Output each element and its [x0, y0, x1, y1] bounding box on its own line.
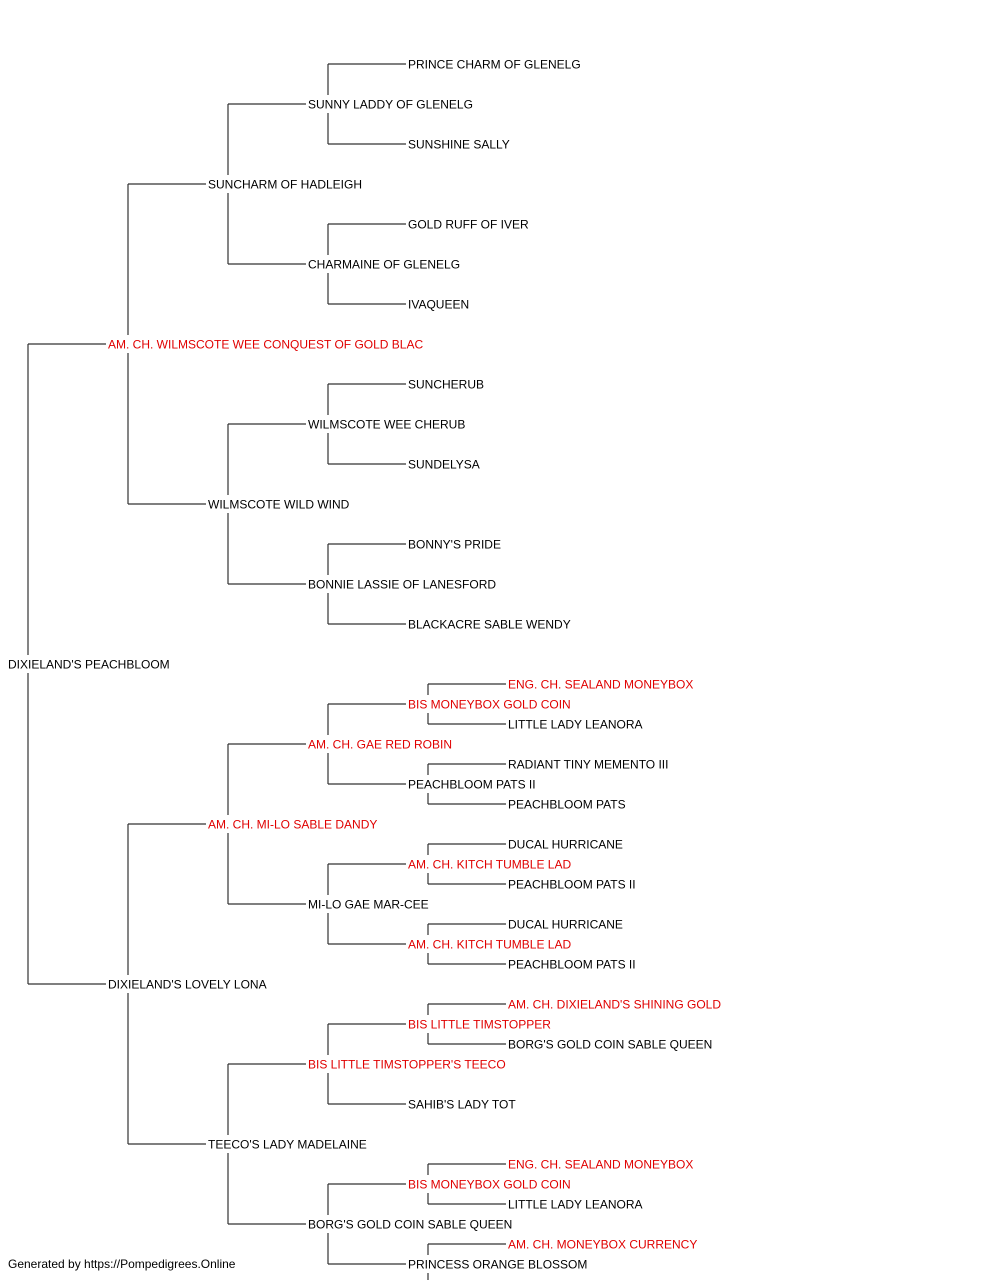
dog-eng-ch-sealand-moneybox-gen5: ENG. CH. SEALAND MONEYBOX	[508, 1158, 693, 1172]
dog-am-ch-gae-red-robin-gen3: AM. CH. GAE RED ROBIN	[308, 738, 452, 752]
dog-dixieland-s-peachbloom-gen0: DIXIELAND'S PEACHBLOOM	[8, 658, 170, 672]
dog-bonnie-lassie-of-lanesford-gen3: BONNIE LASSIE OF LANESFORD	[308, 578, 496, 592]
dog-little-lady-leanora-gen5: LITTLE LADY LEANORA	[508, 718, 643, 732]
dog-mi-lo-gae-mar-cee-gen3: MI-LO GAE MAR-CEE	[308, 898, 429, 912]
dog-gold-ruff-of-iver-gen4: GOLD RUFF OF IVER	[408, 218, 529, 232]
dog-peachbloom-pats-ii-gen5: PEACHBLOOM PATS II	[508, 878, 636, 892]
dog-am-ch-moneybox-currency-gen5: AM. CH. MONEYBOX CURRENCY	[508, 1238, 697, 1252]
dog-borg-s-gold-coin-sable-queen-gen5: BORG'S GOLD COIN SABLE QUEEN	[508, 1038, 712, 1052]
dog-suncharm-of-hadleigh-gen2: SUNCHARM OF HADLEIGH	[208, 178, 362, 192]
dog-eng-ch-sealand-moneybox-gen5: ENG. CH. SEALAND MONEYBOX	[508, 678, 693, 692]
dog-little-lady-leanora-gen5: LITTLE LADY LEANORA	[508, 1198, 643, 1212]
dog-princess-orange-blossom-gen4: PRINCESS ORANGE BLOSSOM	[408, 1258, 587, 1272]
dog-am-ch-wilmscote-wee-conquest-of-gold-blac-gen1: AM. CH. WILMSCOTE WEE CONQUEST OF GOLD B…	[108, 338, 423, 352]
dog-bonny-s-pride-gen4: BONNY'S PRIDE	[408, 538, 501, 552]
dog-am-ch-dixieland-s-shining-gold-gen5: AM. CH. DIXIELAND'S SHINING GOLD	[508, 998, 721, 1012]
dog-bis-little-timstopper-s-teeco-gen3: BIS LITTLE TIMSTOPPER'S TEECO	[308, 1058, 506, 1072]
dog-peachbloom-pats-gen5: PEACHBLOOM PATS	[508, 798, 626, 812]
dog-bis-little-timstopper-gen4: BIS LITTLE TIMSTOPPER	[408, 1018, 551, 1032]
dog-radiant-tiny-memento-iii-gen5: RADIANT TINY MEMENTO III	[508, 758, 668, 772]
dog-suncherub-gen4: SUNCHERUB	[408, 378, 484, 392]
dog-charmaine-of-glenelg-gen3: CHARMAINE OF GLENELG	[308, 258, 460, 272]
generated-by-footer: Generated by https://Pompedigrees.Online	[8, 1257, 236, 1271]
dog-sahib-s-lady-tot-gen4: SAHIB'S LADY TOT	[408, 1098, 516, 1112]
dog-wilmscote-wee-cherub-gen3: WILMSCOTE WEE CHERUB	[308, 418, 465, 432]
dog-bis-moneybox-gold-coin-gen4: BIS MONEYBOX GOLD COIN	[408, 698, 571, 712]
dog-blackacre-sable-wendy-gen4: BLACKACRE SABLE WENDY	[408, 618, 571, 632]
dog-peachbloom-pats-ii-gen4: PEACHBLOOM PATS II	[408, 778, 536, 792]
dog-sahib-s-lady-orina-gen5: SAHIB'S LADY ORINA	[508, 1278, 630, 1280]
dog-am-ch-kitch-tumble-lad-gen4: AM. CH. KITCH TUMBLE LAD	[408, 858, 571, 872]
dog-ivaqueen-gen4: IVAQUEEN	[408, 298, 469, 312]
dog-bis-moneybox-gold-coin-gen4: BIS MONEYBOX GOLD COIN	[408, 1178, 571, 1192]
dog-borg-s-gold-coin-sable-queen-gen3: BORG'S GOLD COIN SABLE QUEEN	[308, 1218, 512, 1232]
dog-am-ch-kitch-tumble-lad-gen4: AM. CH. KITCH TUMBLE LAD	[408, 938, 571, 952]
dog-sundelysa-gen4: SUNDELYSA	[408, 458, 480, 472]
dog-am-ch-mi-lo-sable-dandy-gen2: AM. CH. MI-LO SABLE DANDY	[208, 818, 377, 832]
dog-dixieland-s-lovely-lona-gen1: DIXIELAND'S LOVELY LONA	[108, 978, 267, 992]
dog-sunshine-sally-gen4: SUNSHINE SALLY	[408, 138, 510, 152]
dog-ducal-hurricane-gen5: DUCAL HURRICANE	[508, 838, 623, 852]
dog-teeco-s-lady-madelaine-gen2: TEECO'S LADY MADELAINE	[208, 1138, 367, 1152]
dog-ducal-hurricane-gen5: DUCAL HURRICANE	[508, 918, 623, 932]
dog-prince-charm-of-glenelg-gen4: PRINCE CHARM OF GLENELG	[408, 58, 581, 72]
dog-wilmscote-wild-wind-gen2: WILMSCOTE WILD WIND	[208, 498, 350, 512]
dog-peachbloom-pats-ii-gen5: PEACHBLOOM PATS II	[508, 958, 636, 972]
dog-sunny-laddy-of-glenelg-gen3: SUNNY LADDY OF GLENELG	[308, 98, 473, 112]
